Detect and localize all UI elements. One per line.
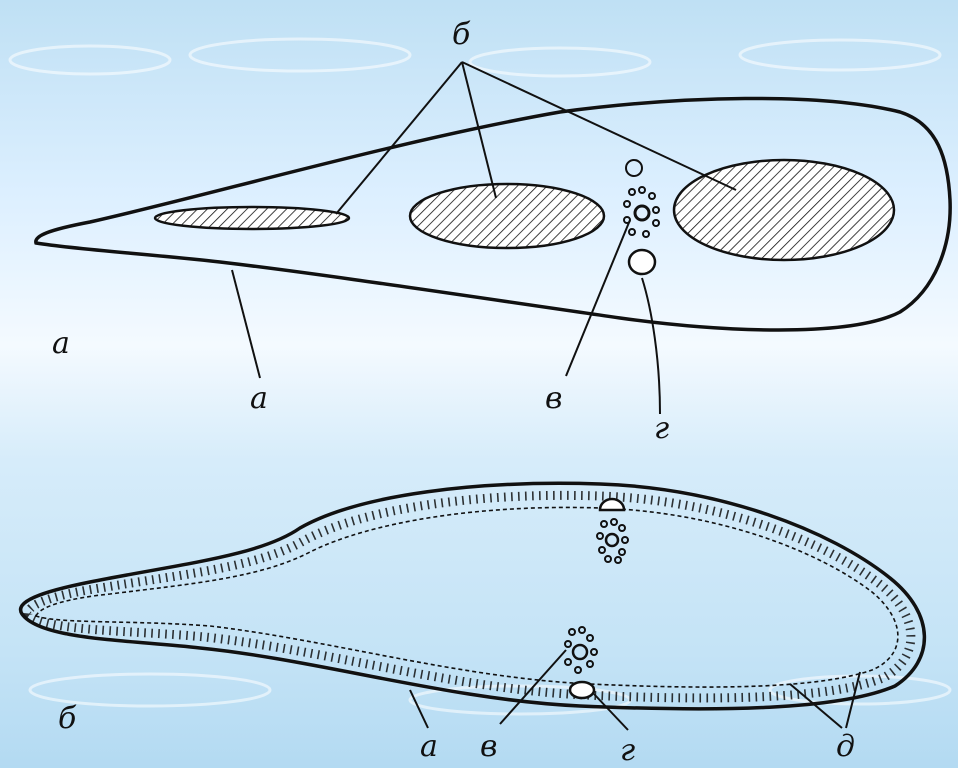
panel-b-label: б <box>58 701 77 736</box>
panel-a-vacuole-label: г <box>654 411 669 446</box>
panel-a-nucleus-large <box>674 160 894 260</box>
panel-b-vacuole-label: г <box>620 733 635 768</box>
panel-a-nucleus-middle <box>410 184 604 248</box>
panel-a-nucleus-small <box>155 207 349 229</box>
panel-b-cilia-label: д <box>836 729 855 764</box>
panel-b-cover-label: а <box>420 729 438 764</box>
panel-a-inclusions-label: б <box>452 17 471 52</box>
panel-a-cover-label: а <box>250 381 268 416</box>
panel-b-vacuole <box>570 682 594 698</box>
panel-b-micronucleus-label: в <box>480 729 497 764</box>
panel-a-vacuole <box>629 250 655 274</box>
panel-a-label: а <box>52 326 70 361</box>
panel-a-micronucleus-label: в <box>545 381 562 416</box>
